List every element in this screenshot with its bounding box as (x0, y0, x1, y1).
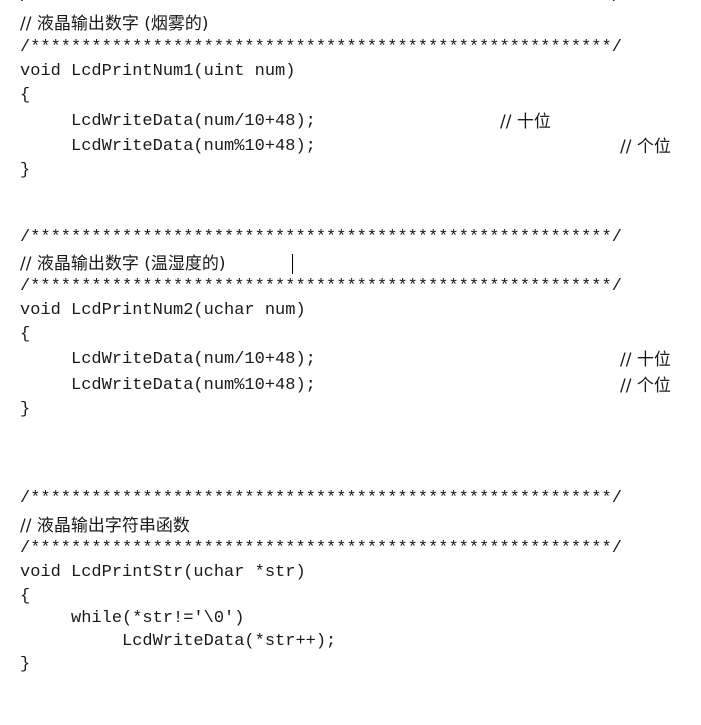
separator-line: /***************************************… (20, 277, 622, 296)
separator-line: /***************************************… (20, 489, 622, 508)
comment-line: // 液晶输出数字 (温湿度的) (20, 254, 226, 274)
open-brace: { (20, 587, 31, 606)
inline-comment: // 个位 (620, 376, 671, 396)
separator-line: /***************************************… (20, 539, 622, 558)
separator-line: /***************************************… (20, 228, 622, 247)
close-brace: } (20, 161, 31, 180)
inline-comment: // 十位 (620, 350, 671, 370)
inline-comment: // 个位 (620, 137, 671, 157)
close-brace: } (20, 400, 31, 419)
function-signature: void LcdPrintStr(uchar *str) (20, 563, 306, 582)
open-brace: { (20, 325, 31, 344)
open-brace: { (20, 86, 31, 105)
function-signature: void LcdPrintNum2(uchar num) (20, 301, 306, 320)
code-line: LcdWriteData(num/10+48); (20, 112, 316, 131)
text-caret (292, 254, 293, 274)
code-line: LcdWriteData(num%10+48); (20, 376, 316, 395)
inline-comment: // 十位 (500, 112, 551, 132)
code-line: LcdWriteData(num%10+48); (20, 137, 316, 156)
code-line: LcdWriteData(num/10+48); (20, 350, 316, 369)
comment-line: // 液晶输出数字 (烟雾的) (20, 14, 209, 34)
code-line: while(*str!='\0') (20, 609, 245, 628)
separator-line: /***************************************… (20, 38, 622, 57)
separator-line-partial: /***************************************… (20, 0, 622, 10)
comment-line: // 液晶输出字符串函数 (20, 516, 190, 536)
code-line: LcdWriteData(*str++); (20, 632, 337, 651)
function-signature: void LcdPrintNum1(uint num) (20, 62, 296, 81)
close-brace: } (20, 655, 31, 674)
